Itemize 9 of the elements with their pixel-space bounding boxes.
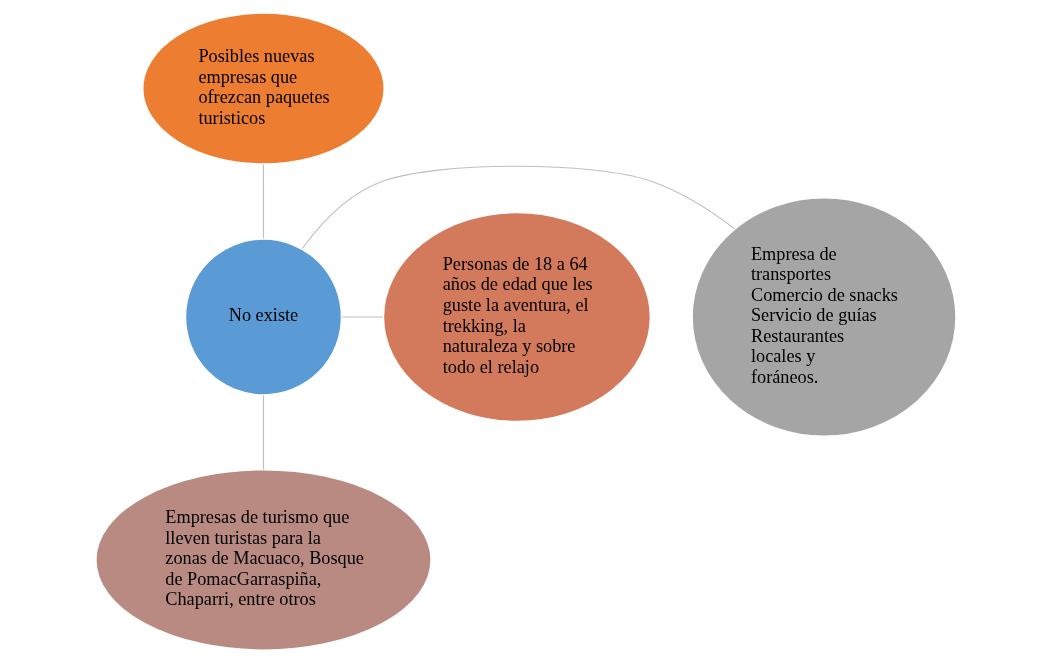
connector: [262, 164, 265, 239]
node-circle: No existe: [183, 237, 344, 397]
node-circle: Empresa de transportes Comercio de snacks Servicio de guías Restaurantes locales y foráneos.: [690, 196, 958, 438]
connector: [262, 395, 265, 470]
connector: [301, 165, 736, 250]
node-ellipse: Posibles nuevas empresas que ofrezcan paquetes turisticos: [141, 11, 386, 166]
connector: [341, 316, 384, 318]
node-ellipse: Empresas de turismo que lleven turistas para la zonas de Macuaco, Bosque de PomacGarraspiña, Chaparri, entre otros: [94, 468, 433, 652]
node-ellipse: Personas de 18 a 64 años de edad que les guste la aventura, el trekking, la naturaleza y sobre todo el relajo: [381, 210, 652, 423]
